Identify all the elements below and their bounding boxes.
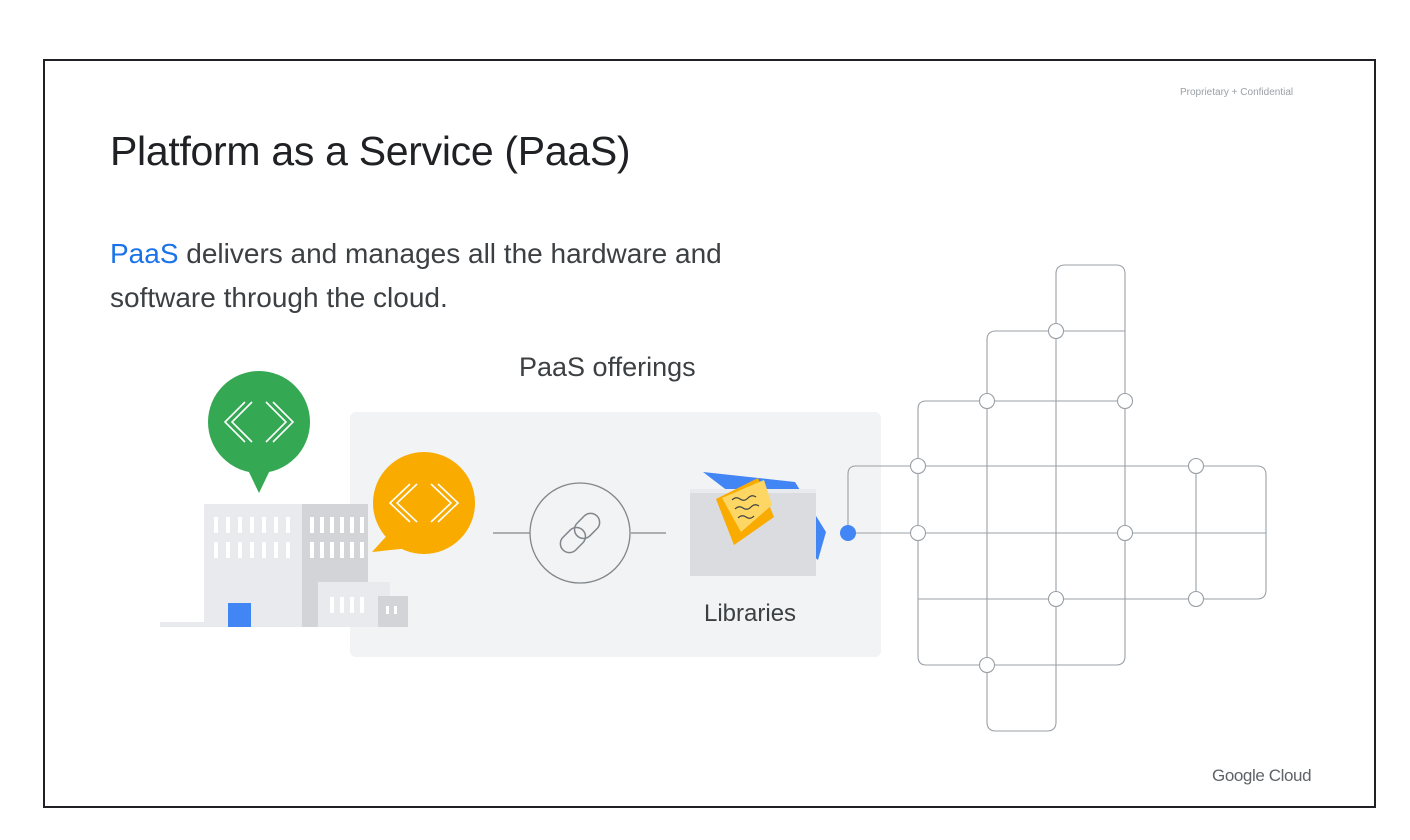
confidential-label: Proprietary + Confidential <box>1180 87 1294 98</box>
code-brackets-icon <box>223 401 295 443</box>
slide-title: Platform as a Service (PaaS) <box>110 128 631 174</box>
offerings-label: PaaS offerings <box>519 352 696 382</box>
slide-body: PaaS delivers and manages all the hardwa… <box>110 232 750 320</box>
body-text: delivers and manages all the hardware an… <box>110 238 722 313</box>
platform-code-bubble <box>372 452 475 554</box>
code-brackets-icon <box>388 483 460 523</box>
connector-dot <box>840 525 856 541</box>
developer-code-bubble <box>208 371 310 493</box>
building-icon <box>160 504 408 627</box>
sticky-note-icon <box>716 478 774 545</box>
network-nodes <box>909 322 1205 674</box>
link-node <box>493 482 666 584</box>
paas-highlight: PaaS <box>110 238 179 269</box>
link-icon <box>559 512 601 554</box>
google-cloud-logo: Google Cloud <box>1212 766 1312 785</box>
libraries-folder <box>690 472 826 576</box>
libraries-label: Libraries <box>704 600 797 627</box>
